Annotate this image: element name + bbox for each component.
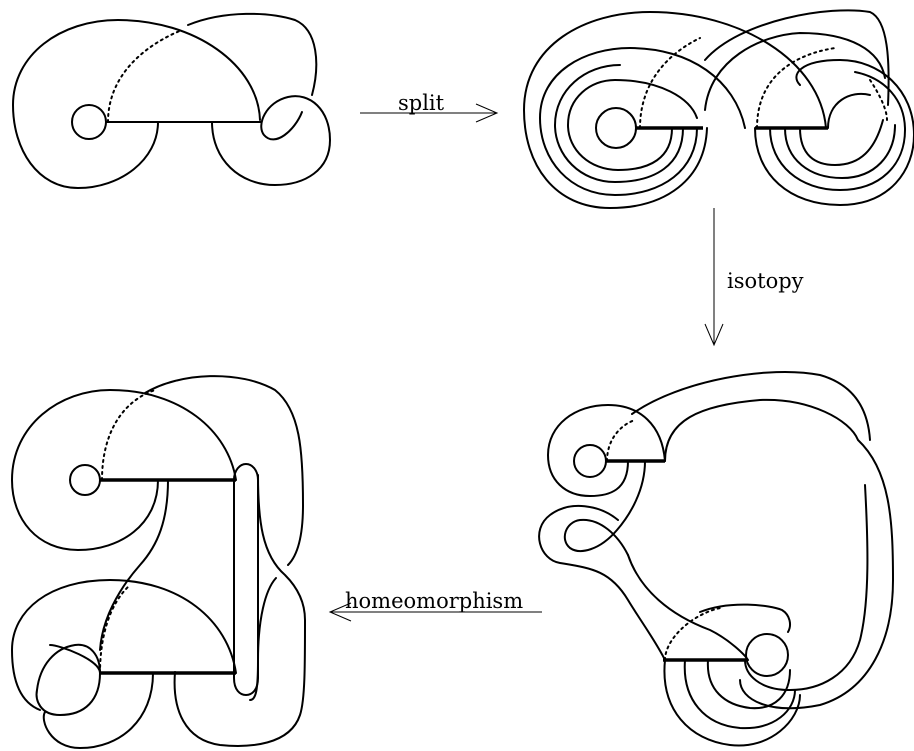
panel-homeomorphic-knot: [11, 375, 306, 749]
outer-loop-1: [523, 11, 827, 209]
top-handle-2: [704, 32, 886, 111]
split-arrow: split: [360, 91, 499, 123]
bottom-cap-arc: [699, 603, 791, 633]
lower-inner-loop-1: [683, 659, 796, 730]
right-hook: [211, 95, 331, 186]
hidden-arc-top: [606, 419, 636, 462]
inner-loop-2: [567, 79, 698, 171]
puncture-disk: [595, 107, 637, 149]
big-outer-loop: [12, 19, 261, 189]
isotopy-label: isotopy: [727, 269, 804, 293]
upper-hidden-arc: [101, 389, 156, 481]
left-twist-upper: [563, 460, 646, 556]
homeomorphism-label: homeomorphism: [345, 589, 523, 613]
lower-inner-loop-2: [706, 659, 791, 710]
top-handle-1: [704, 9, 890, 106]
right-side-strand: [744, 484, 869, 691]
lower-hidden-arc: [99, 584, 131, 674]
upper-outer-loop: [11, 389, 237, 551]
right-loop-mid: [769, 71, 906, 191]
puncture-disk-bottom: [745, 633, 789, 677]
right-handle-arc: [187, 12, 318, 96]
hidden-arc-3: [869, 79, 888, 121]
split-label: split: [398, 91, 445, 115]
left-twist-lower: [538, 504, 666, 661]
puncture-disk-upper: [69, 464, 101, 496]
right-loop-inner: [784, 124, 896, 179]
lower-top-arch: [11, 579, 237, 711]
inner-top-arch: [664, 398, 894, 710]
outer-loop-2: [539, 47, 746, 196]
lower-left-curl: [35, 643, 101, 716]
hidden-arc-2: [756, 47, 836, 129]
puncture-disk: [71, 104, 107, 140]
crossing-strand-2: [249, 577, 277, 701]
upper-connector: [99, 479, 169, 651]
inner-loop-1: [554, 64, 684, 183]
right-hook-loop: [799, 119, 884, 166]
hidden-arc-1: [639, 37, 701, 129]
homeomorphism-arrow: homeomorphism: [328, 589, 542, 622]
vertical-bar: [233, 463, 259, 696]
lower-left-loop: [663, 659, 801, 747]
hidden-arc-over-disk: [107, 29, 183, 123]
panel-isotoped-knot: [538, 370, 894, 747]
hidden-arc-bottom: [664, 607, 721, 661]
upper-handle: [144, 375, 304, 566]
panel-original-knot: [12, 12, 331, 189]
top-left-curl: [547, 404, 666, 497]
puncture-disk-top: [573, 444, 607, 478]
diagonal-strand: [627, 554, 749, 661]
crossing-strand: [173, 474, 306, 747]
right-loop-outer: [754, 59, 914, 206]
small-right-cap: [827, 92, 871, 129]
lower-outer-loop: [42, 672, 154, 749]
isotopy-arrow: isotopy: [704, 208, 804, 347]
big-top-arch: [631, 370, 871, 441]
panel-split-knot: [523, 9, 914, 209]
